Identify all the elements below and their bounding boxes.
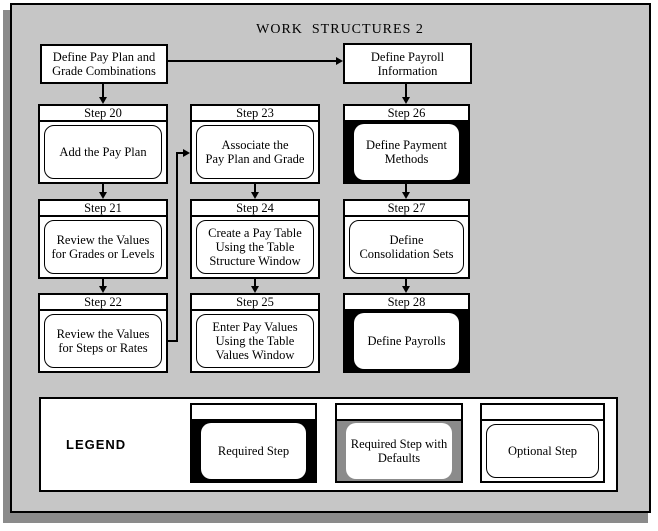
legend-sample-optional-body: Optional Step	[482, 421, 603, 481]
step-20-box: Step 20 Add the Pay Plan	[38, 104, 168, 184]
step-23-box: Step 23 Associate the Pay Plan and Grade	[190, 104, 320, 184]
step-28-body: Define Payrolls	[345, 311, 468, 371]
step-25-title: Step 25	[192, 295, 318, 311]
step-20-label: Add the Pay Plan	[44, 125, 162, 179]
arrowhead-right-icon	[336, 57, 343, 65]
step-20-title: Step 20	[40, 106, 166, 122]
step-24-body: Create a Pay Table Using the Table Struc…	[192, 217, 318, 277]
legend-optional-step-label: Optional Step	[486, 424, 599, 478]
connector-step21-to-step22	[102, 279, 104, 286]
header-box-pay-plan-grade-combinations: Define Pay Plan and Grade Combinations	[40, 44, 168, 84]
connector-step22-elbow-horizontal	[168, 340, 178, 342]
step-20-body: Add the Pay Plan	[40, 122, 166, 182]
step-28-title: Step 28	[345, 295, 468, 311]
connector-step20-to-step21	[102, 184, 104, 192]
step-25-body: Enter Pay Values Using the Table Values …	[192, 311, 318, 371]
legend-sample-header-band	[482, 405, 603, 421]
connector-step23-to-step24	[254, 184, 256, 192]
step-28-label: Define Payrolls	[354, 313, 459, 369]
connector-payroll-to-step26	[405, 83, 407, 97]
arrowhead-down-icon	[402, 97, 410, 104]
arrowhead-down-icon	[99, 286, 107, 293]
step-25-label: Enter Pay Values Using the Table Values …	[196, 314, 314, 368]
connector-step27-to-step28	[405, 279, 407, 286]
step-27-box: Step 27 Define Consolidation Sets	[343, 199, 470, 279]
connector-step22-elbow-vertical	[176, 152, 178, 342]
header-box-payroll-information: Define Payroll Information	[343, 43, 472, 84]
step-26-box: Step 26 Define Payment Methods	[343, 104, 470, 184]
arrowhead-down-icon	[99, 192, 107, 199]
step-23-body: Associate the Pay Plan and Grade	[192, 122, 318, 182]
step-26-body: Define Payment Methods	[345, 122, 468, 182]
step-24-label: Create a Pay Table Using the Table Struc…	[196, 220, 314, 274]
connector-step26-to-step27	[405, 184, 407, 192]
step-27-body: Define Consolidation Sets	[345, 217, 468, 277]
step-22-title: Step 22	[40, 295, 166, 311]
step-22-box: Step 22 Review the Values for Steps or R…	[38, 293, 168, 373]
arrowhead-down-icon	[99, 97, 107, 104]
step-27-title: Step 27	[345, 201, 468, 217]
legend-sample-defaults-body: Required Step with Defaults	[337, 421, 461, 481]
diagram-title: WORK STRUCTURES 2	[256, 22, 424, 37]
arrowhead-down-icon	[402, 286, 410, 293]
step-21-label: Review the Values for Grades or Levels	[44, 220, 162, 274]
connector-payplan-to-step20	[102, 83, 104, 97]
step-22-body: Review the Values for Steps or Rates	[40, 311, 166, 371]
legend-sample-required-body: Required Step	[192, 421, 315, 481]
arrowhead-down-icon	[251, 286, 259, 293]
legend-required-step-label: Required Step	[201, 423, 306, 479]
step-24-box: Step 24 Create a Pay Table Using the Tab…	[190, 199, 320, 279]
connector-payplan-to-payroll	[168, 60, 336, 62]
step-22-label: Review the Values for Steps or Rates	[44, 314, 162, 368]
step-23-title: Step 23	[192, 106, 318, 122]
step-21-box: Step 21 Review the Values for Grades or …	[38, 199, 168, 279]
connector-step22-to-step23	[178, 152, 183, 154]
legend-sample-required-step-with-defaults: Required Step with Defaults	[335, 403, 463, 483]
arrowhead-down-icon	[402, 192, 410, 199]
step-24-title: Step 24	[192, 201, 318, 217]
step-21-title: Step 21	[40, 201, 166, 217]
legend-required-with-defaults-label: Required Step with Defaults	[346, 423, 452, 479]
step-26-title: Step 26	[345, 106, 468, 122]
legend-sample-optional-step: Optional Step	[480, 403, 605, 483]
step-26-label: Define Payment Methods	[354, 124, 459, 180]
connector-step24-to-step25	[254, 279, 256, 286]
step-21-body: Review the Values for Grades or Levels	[40, 217, 166, 277]
legend-title: LEGEND	[66, 437, 127, 452]
arrowhead-down-icon	[251, 192, 259, 199]
legend-sample-header-band	[337, 405, 461, 421]
step-28-box: Step 28 Define Payrolls	[343, 293, 470, 373]
step-25-box: Step 25 Enter Pay Values Using the Table…	[190, 293, 320, 373]
step-27-label: Define Consolidation Sets	[349, 220, 464, 274]
legend-sample-required-step: Required Step	[190, 403, 317, 483]
legend-sample-header-band	[192, 405, 315, 421]
step-23-label: Associate the Pay Plan and Grade	[196, 125, 314, 179]
arrowhead-right-icon	[183, 149, 190, 157]
